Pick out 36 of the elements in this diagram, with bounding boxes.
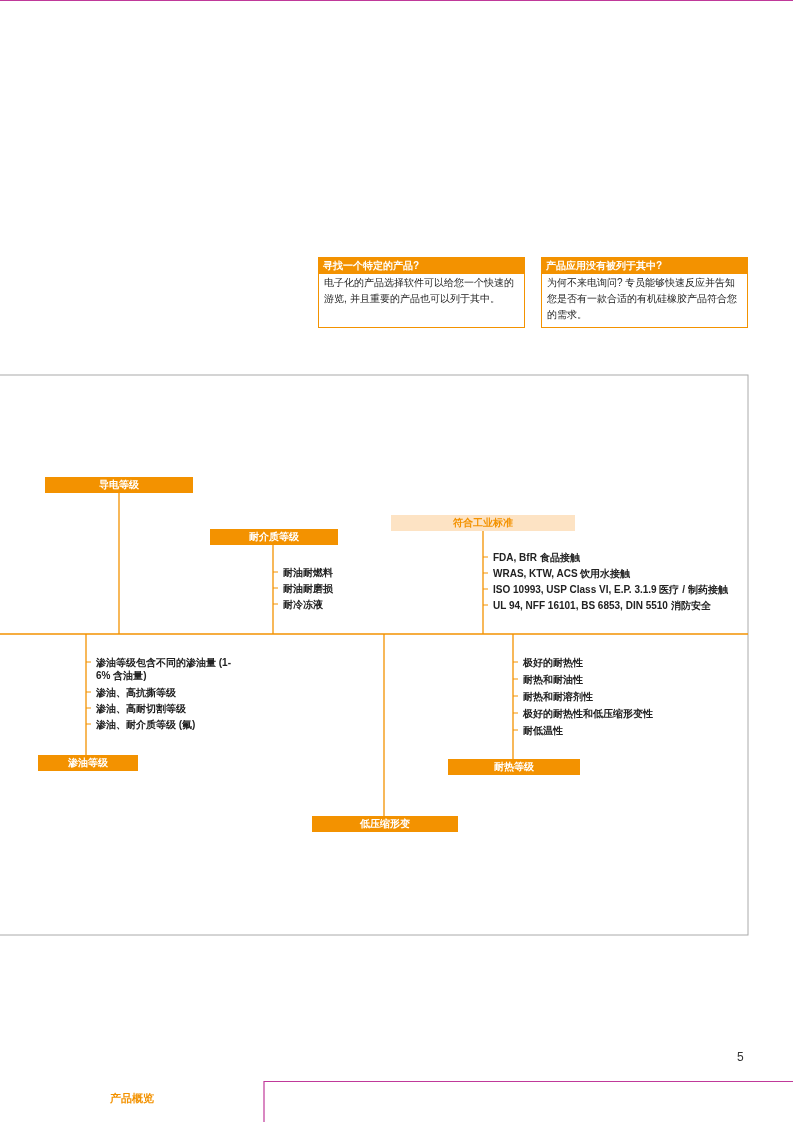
- category-bar: 耐介质等级: [210, 529, 338, 545]
- category-bar: 符合工业标准: [391, 515, 575, 531]
- category-bar: 导电等级: [45, 477, 193, 493]
- box-heading: 寻找一个特定的产品?: [319, 258, 524, 274]
- list-item: 耐低温性: [523, 724, 563, 737]
- list-item: ISO 10993, USP Class VI, E.P. 3.1.9 医疗 / 制药接触: [493, 583, 728, 596]
- category-bar: 渗油等级: [38, 755, 138, 771]
- list-item: 耐油耐磨损: [283, 582, 333, 595]
- list-item: UL 94, NFF 16101, BS 6853, DIN 5510 消防安全: [493, 599, 711, 612]
- category-bar: 耐热等级: [448, 759, 580, 775]
- box-heading: 产品应用没有被列于其中?: [542, 258, 747, 274]
- info-box: [318, 257, 525, 328]
- list-item: 耐冷冻液: [283, 598, 323, 611]
- list-item: 渗油、高耐切割等级: [96, 702, 186, 715]
- box-text: 为何不来电询问? 专员能够快速反应并告知您是否有一款合适的有机硅橡胶产品符合您的需求。: [546, 276, 738, 322]
- list-item: 渗油等级包含不同的渗油量 (1-6% 含油量): [96, 656, 231, 682]
- list-item: 极好的耐热性: [523, 656, 583, 669]
- list-item: 耐热和耐溶剂性: [523, 690, 593, 703]
- branch-line: [512, 633, 514, 760]
- branch-line: [383, 633, 385, 817]
- list-item: WRAS, KTW, ACS 饮用水接触: [493, 567, 631, 580]
- list-item: 极好的耐热性和低压缩形变性: [523, 707, 653, 720]
- info-box: [541, 257, 748, 328]
- list-item: FDA, BfR 食品接触: [493, 551, 580, 564]
- branch-line: [85, 633, 87, 756]
- category-bar: 低压缩形变: [312, 816, 458, 832]
- branch-line: [118, 492, 120, 635]
- box-text: 电子化的产品选择软件可以给您一个快速的游览, 并且重要的产品也可以列于其中。: [323, 276, 515, 306]
- list-item: 耐热和耐油性: [523, 673, 583, 686]
- list-item: 渗油、高抗撕等级: [96, 686, 176, 699]
- footer-section-title: 产品概览: [110, 1092, 154, 1106]
- list-item: 耐油耐燃料: [283, 566, 333, 579]
- branch-line: [482, 530, 484, 635]
- branch-line: [272, 544, 274, 635]
- page-number: 5: [737, 1050, 744, 1064]
- list-item: 渗油、耐介质等级 (氟): [96, 718, 196, 731]
